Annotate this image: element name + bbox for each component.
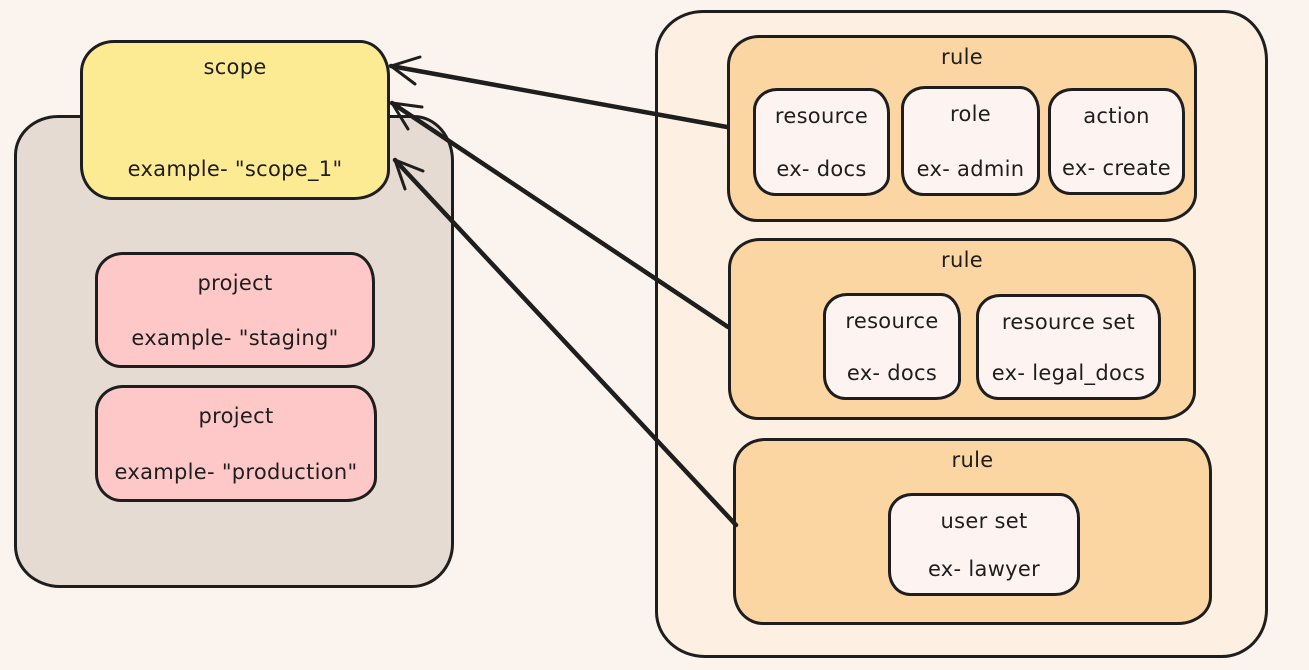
project-title: project <box>197 271 273 295</box>
item-title: resource <box>774 104 869 128</box>
item-example: ex- create <box>1062 156 1171 180</box>
item-title: resource set <box>1001 310 1136 334</box>
rule2-item-resource: resource ex- docs <box>823 293 961 400</box>
item-example: ex- legal_docs <box>991 361 1146 385</box>
rule-box-1: rule resource ex- docs role ex- admin ac… <box>727 35 1197 222</box>
item-title: resource <box>845 309 939 333</box>
item-title: action <box>1083 104 1150 128</box>
scope-box: scope example- "scope_1" <box>80 40 390 200</box>
project-example: example- "production" <box>114 460 358 484</box>
rule1-item-role: role ex- admin <box>901 86 1040 196</box>
item-example: ex- docs <box>846 361 938 385</box>
item-title: role <box>950 102 991 126</box>
project-example: example- "staging" <box>131 326 339 350</box>
item-example: ex- lawyer <box>927 557 1041 581</box>
rule-box-3: rule user set ex- lawyer <box>733 438 1212 625</box>
rule1-item-resource: resource ex- docs <box>753 88 890 196</box>
rule2-item-resource-set: resource set ex- legal_docs <box>976 294 1161 400</box>
rule1-item-action: action ex- create <box>1048 88 1185 195</box>
scope-title: scope <box>203 55 267 79</box>
project-box-production: project example- "production" <box>95 385 377 502</box>
rule3-item-user-set: user set ex- lawyer <box>888 493 1080 596</box>
project-title: project <box>198 404 274 428</box>
item-title: user set <box>940 509 1028 533</box>
rule-title: rule <box>941 248 983 272</box>
item-example: ex- docs <box>776 157 867 181</box>
item-example: ex- admin <box>916 157 1025 181</box>
rule-title: rule <box>941 45 983 69</box>
scope-example: example- "scope_1" <box>127 157 343 181</box>
project-box-staging: project example- "staging" <box>95 252 375 368</box>
rule-box-2: rule resource ex- docs resource set ex- … <box>728 238 1196 420</box>
rule-title: rule <box>951 448 994 472</box>
